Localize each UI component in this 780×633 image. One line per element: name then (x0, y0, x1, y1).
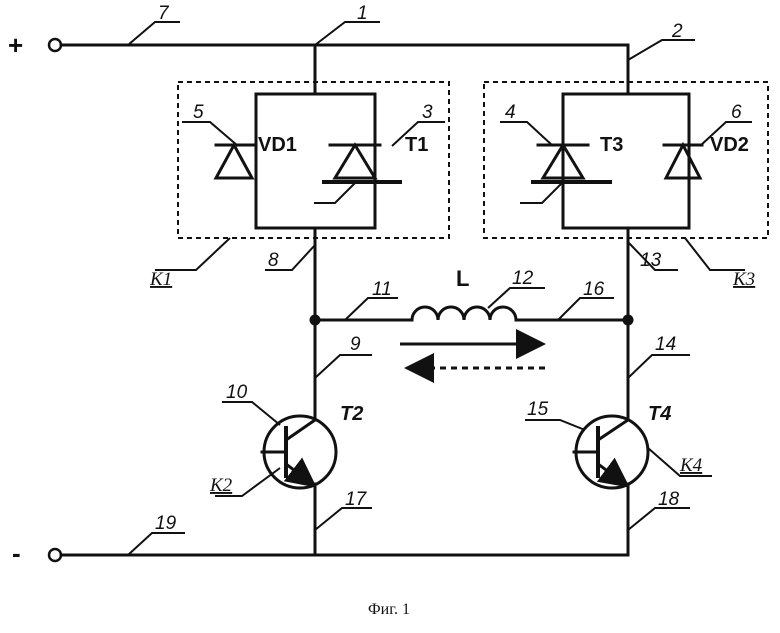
thyristor-t1 (314, 142, 402, 204)
ref-7: 7 (158, 3, 170, 24)
leader-4 (500, 121, 554, 147)
label-t4: T4 (648, 403, 671, 425)
ref-12: 12 (512, 268, 534, 289)
ref-17: 17 (345, 489, 368, 510)
ref-13: 13 (640, 250, 662, 271)
leader-6 (699, 121, 752, 147)
leader-19 (127, 532, 185, 556)
leader-12 (487, 287, 545, 309)
leader-1 (314, 21, 380, 46)
module-k1-inner (254, 92, 377, 230)
leader-3 (391, 121, 445, 147)
leader-14 (627, 354, 690, 379)
leader-17 (314, 507, 372, 531)
ref-8: 8 (268, 250, 279, 271)
ref-4: 4 (505, 102, 516, 123)
leader-2 (627, 39, 695, 61)
label-t2: T2 (340, 403, 363, 425)
figure-caption: Фиг. 1 (368, 601, 410, 618)
diode-vd2 (662, 141, 704, 180)
module-k3-inner (561, 92, 691, 230)
leader-15 (525, 419, 586, 431)
leader-9 (314, 354, 372, 379)
ref-15: 15 (527, 399, 549, 420)
leader-8 (265, 244, 316, 271)
ref-5: 5 (193, 102, 204, 123)
label-inductor: L (456, 266, 469, 291)
ref-10: 10 (226, 382, 248, 403)
ref-9: 9 (350, 334, 361, 355)
leader-10 (222, 401, 281, 426)
inductor-l (410, 305, 518, 322)
module-k3 (483, 81, 769, 239)
ref-6: 6 (731, 102, 742, 123)
label-k3: K3 (732, 269, 755, 290)
ref-1: 1 (357, 3, 368, 24)
plus-terminal-label: + (8, 30, 23, 60)
label-vd2: VD2 (710, 134, 749, 156)
label-k4: K4 (679, 455, 703, 476)
label-t1: T1 (405, 134, 428, 156)
leader-k4 (647, 447, 712, 477)
leader-k3 (684, 237, 745, 271)
minus-terminal-label: - (12, 538, 21, 568)
leader-5 (182, 121, 239, 147)
ref-2: 2 (671, 21, 683, 42)
label-k1: K1 (149, 269, 172, 290)
leader-11 (344, 297, 398, 321)
leader-k1 (155, 237, 231, 271)
plus-terminal (47, 37, 63, 53)
label-vd1: VD1 (258, 134, 297, 156)
minus-terminal (47, 547, 63, 563)
ref-19: 19 (155, 513, 177, 534)
ref-14: 14 (655, 334, 676, 355)
diode-vd1 (213, 141, 256, 180)
leader-16 (557, 297, 614, 321)
ref-16: 16 (583, 279, 605, 300)
transistor-t2 (260, 414, 338, 490)
thyristor-t3 (520, 142, 612, 204)
leader-18 (627, 507, 690, 531)
ref-11: 11 (372, 279, 392, 300)
transistor-t4 (572, 414, 650, 490)
ref-3: 3 (422, 102, 433, 123)
ref-18: 18 (658, 489, 680, 510)
leader-13 (627, 241, 678, 271)
label-k2: K2 (209, 475, 233, 496)
leader-7 (127, 21, 180, 46)
leader-k2 (215, 467, 281, 497)
label-t3: T3 (600, 134, 623, 156)
module-k1 (177, 81, 450, 239)
